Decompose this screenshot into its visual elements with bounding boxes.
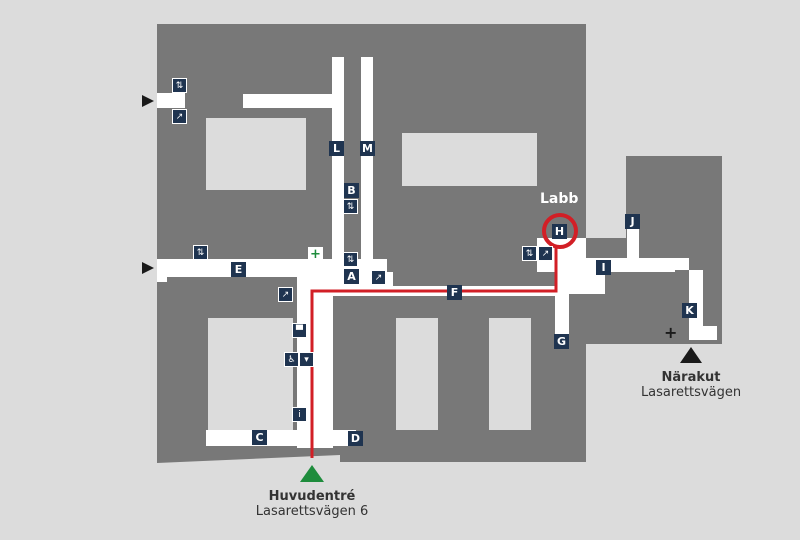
- wheelchair-icon: ♿: [284, 352, 299, 367]
- elevator-icon: ⇅: [343, 199, 358, 214]
- emergency-entrance-arrow[interactable]: [680, 347, 702, 363]
- corridor-label-e: E: [231, 262, 246, 277]
- info-icon[interactable]: i: [292, 407, 307, 422]
- side-entrance-arrow: [142, 262, 154, 274]
- elevator-icon: ⇅: [343, 252, 358, 267]
- corridor-label-b: B: [344, 183, 359, 198]
- emergency-entrance-address: Lasarettsvägen: [640, 385, 742, 400]
- corridor-label-h[interactable]: H: [552, 224, 567, 239]
- emergency-cross-icon: +: [664, 323, 678, 342]
- corridor-label-a: A: [344, 269, 359, 284]
- corridor-label-k: K: [682, 303, 697, 318]
- main-entrance-address: Lasarettsvägen 6: [255, 504, 369, 519]
- escalator-icon: ↗: [371, 270, 386, 285]
- main-entrance-caption: Huvudentré Lasarettsvägen 6: [242, 489, 382, 519]
- labb-label: Labb: [540, 191, 579, 207]
- main-entrance-arrow[interactable]: [300, 465, 324, 482]
- route-line: [310, 247, 558, 458]
- emergency-entrance-title: Närakut: [661, 370, 721, 385]
- elevator-icon: ⇅: [172, 78, 187, 93]
- emergency-entrance-caption: Närakut Lasarettsvägen: [628, 370, 754, 400]
- reception-icon: ▀: [292, 323, 307, 338]
- room: [208, 318, 293, 430]
- first-aid-icon: +: [308, 247, 323, 262]
- main-entrance-title: Huvudentré: [268, 489, 356, 504]
- room: [206, 118, 306, 190]
- room: [489, 318, 531, 430]
- corridor-label-d: D: [348, 431, 363, 446]
- corridor-label-g: G: [554, 334, 569, 349]
- side-entrance-arrow: [142, 95, 154, 107]
- corridor-label-l: L: [329, 141, 344, 156]
- labb-marker-circle: [542, 213, 578, 249]
- corridor-label-i: I: [596, 260, 611, 275]
- corridor-label-c: C: [252, 430, 267, 445]
- elevator-icon: ⇅: [193, 245, 208, 260]
- corridor-label-m: M: [360, 141, 375, 156]
- corridor-label-f: F: [447, 285, 462, 300]
- restroom-icon: ▾: [299, 352, 314, 367]
- corridor-label-j: J: [625, 214, 640, 229]
- escalator-icon: ↗: [172, 109, 187, 124]
- escalator-icon: ↗: [278, 287, 293, 302]
- room: [396, 318, 438, 430]
- escalator-icon: ↗: [538, 246, 553, 261]
- elevator-icon: ⇅: [522, 246, 537, 261]
- room: [402, 133, 537, 186]
